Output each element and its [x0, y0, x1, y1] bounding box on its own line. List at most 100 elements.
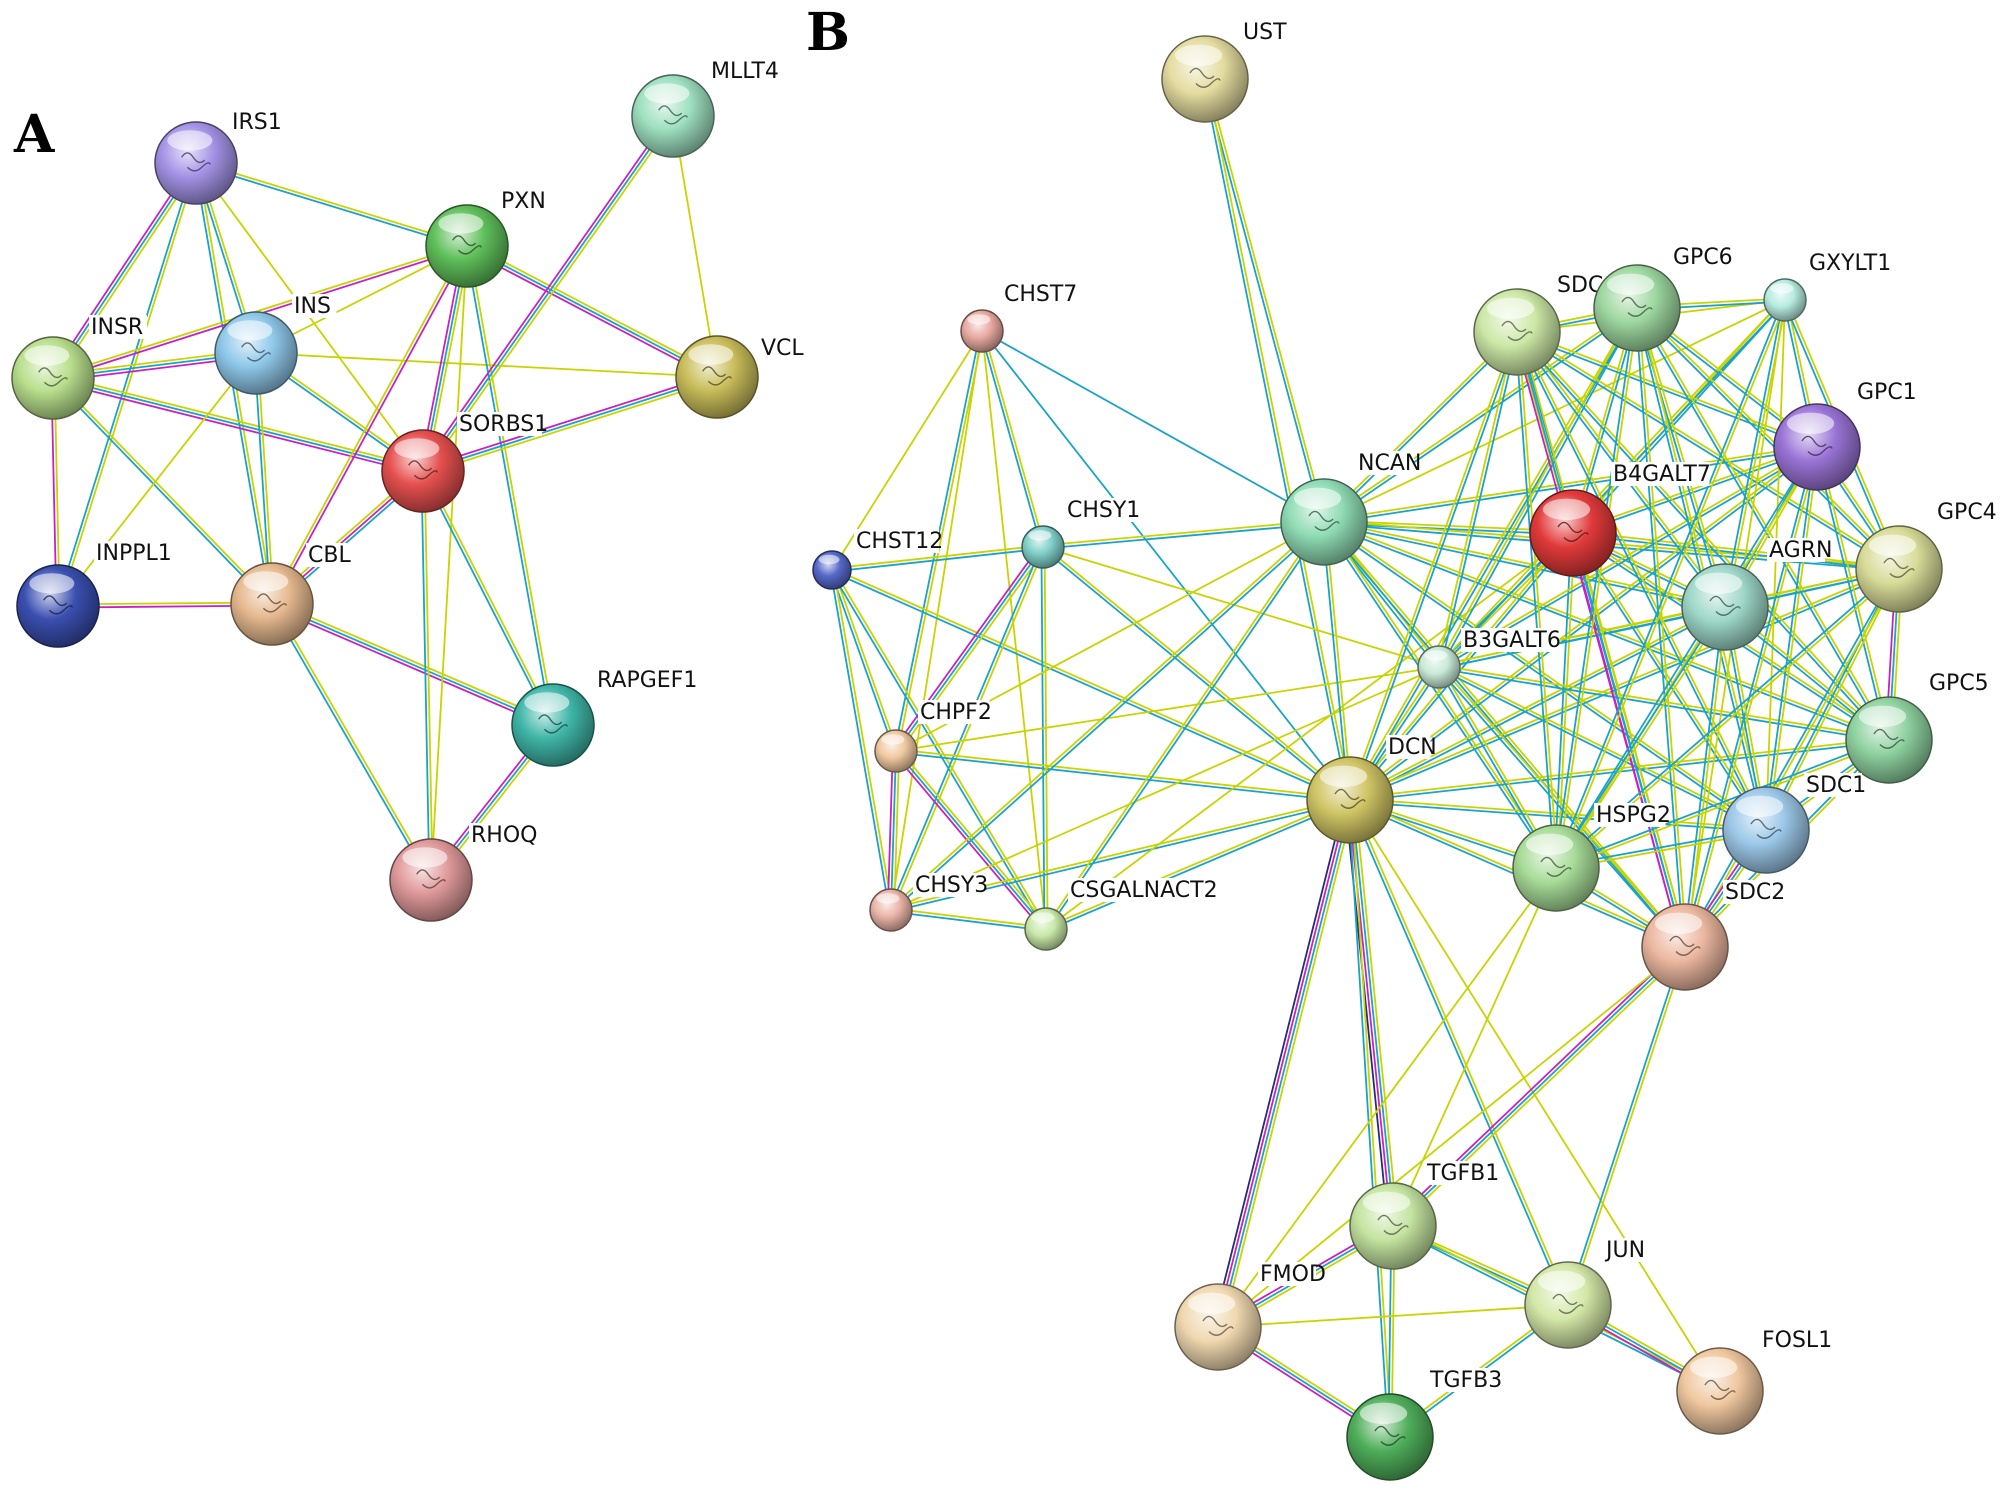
edge-line-db: [1321, 522, 1350, 801]
node-chst7[interactable]: CHST7: [960, 282, 1077, 353]
edge-line-text: [672, 115, 718, 378]
edge-chsy1-csgalnact2: [1040, 546, 1049, 930]
node-ust[interactable]: UST: [1161, 20, 1287, 123]
node-agrn[interactable]: AGRN: [1681, 538, 1832, 651]
node-label: B3GALT6: [1463, 628, 1561, 653]
node-vcl[interactable]: VCL: [675, 335, 804, 419]
node-ins[interactable]: INS: [214, 294, 337, 395]
node-label-background: [759, 336, 804, 360]
node-fosl1[interactable]: FOSL1: [1676, 1328, 1832, 1435]
node-chsy3[interactable]: CHSY3: [869, 873, 988, 932]
node-label-background: [1258, 1262, 1316, 1286]
edge-line-text: [272, 602, 434, 880]
edge-gpc6-hspg2: [1553, 307, 1640, 869]
edge-line-db: [1437, 667, 1685, 949]
node-label: DCN: [1388, 735, 1437, 760]
node-jun[interactable]: JUN: [1524, 1238, 1649, 1349]
node-highlight: [438, 213, 484, 234]
edge-line-text: [1556, 447, 1820, 870]
node-b4galt7[interactable]: B4GALT7: [1529, 462, 1711, 577]
protein-structure-icon: [1377, 1214, 1409, 1235]
node-tgfb3[interactable]: TGFB3: [1346, 1368, 1502, 1481]
node-hspg2[interactable]: HSPG2: [1512, 803, 1671, 912]
edge-line-text: [889, 520, 1324, 910]
node-gpc4[interactable]: GPC4: [1855, 500, 1997, 613]
edge-sdc4-hspg2: [1514, 331, 1559, 869]
edge-line-text: [1324, 521, 1353, 800]
edge-line-text: [891, 907, 1047, 929]
node-label: CHSY3: [915, 873, 988, 898]
node-sdc4[interactable]: SDC: [1473, 273, 1603, 376]
edge-line-text: [832, 569, 899, 751]
node-insr[interactable]: INSR: [11, 315, 147, 420]
edge-chsy3-b3galt6: [890, 666, 1440, 911]
edge-line-text: [893, 751, 901, 911]
protein-structure-icon: [538, 714, 569, 734]
node-inppl1[interactable]: INPPL1: [16, 541, 179, 648]
edge-gpc6-agrn: [1634, 307, 1728, 608]
edge-chpf2-dcn: [895, 748, 1351, 803]
edge-line-db: [1682, 606, 1725, 947]
edge-line-text: [1349, 566, 1899, 800]
edge-line-text: [1556, 607, 1728, 870]
edge-line-db: [253, 353, 272, 605]
node-tgfb1[interactable]: TGFB1: [1349, 1161, 1499, 1270]
edge-gxylt1-sdc1: [1765, 299, 1786, 831]
node-irs1[interactable]: IRS1: [154, 110, 288, 205]
edge-sorbs1-rhoq: [420, 470, 434, 881]
node-b3galt6[interactable]: B3GALT6: [1417, 628, 1561, 689]
node-chst12[interactable]: CHST12: [812, 529, 943, 590]
edge-line-text: [1436, 331, 1517, 667]
edge-line-text: [1394, 948, 1688, 1229]
edge-line-db: [422, 115, 674, 472]
edge-line-text: [1685, 607, 1728, 948]
edge-line-db: [1553, 445, 1817, 868]
panel-label-b: B: [806, 2, 850, 63]
protein-structure-icon: [1873, 728, 1905, 749]
edge-hspg2-tgfb1: [1392, 867, 1557, 1227]
node-gpc5[interactable]: GPC5: [1845, 671, 1989, 784]
edge-line-exp: [49, 160, 195, 377]
edge-line-text: [1517, 330, 1769, 830]
node-highlight: [1028, 530, 1052, 541]
protein-structure-icon: [1308, 510, 1340, 531]
node-rhoq[interactable]: RHOQ: [389, 823, 537, 922]
edge-line-db: [890, 750, 897, 911]
edge-line-db: [1515, 332, 1889, 742]
node-label-background: [1425, 1161, 1497, 1185]
node-highlight: [1770, 283, 1794, 294]
node-csgalnact2[interactable]: CSGALNACT2: [1024, 878, 1218, 951]
node-rapgef1[interactable]: RAPGEF1: [511, 668, 697, 767]
edge-chsy1-chsy3: [888, 546, 1046, 911]
node-mllt4[interactable]: MLLT4: [631, 59, 781, 158]
edge-line-db: [1634, 308, 1685, 948]
node-sdc1[interactable]: SDC1: [1722, 773, 1866, 874]
edge-chst12-dcn: [831, 567, 1351, 803]
node-pxn[interactable]: PXN: [425, 189, 546, 288]
node-sorbs1[interactable]: SORBS1: [381, 412, 548, 513]
edge-line-text: [890, 330, 983, 911]
edge-irs1-inppl1: [55, 162, 199, 607]
node-highlight: [1786, 412, 1835, 435]
edge-vcl-sorbs1: [421, 373, 719, 475]
node-chsy1[interactable]: CHSY1: [1021, 498, 1140, 569]
node-cbl[interactable]: CBL: [230, 543, 351, 646]
edge-line-db: [1555, 737, 1889, 868]
edge-chpf2-b3galt6: [895, 666, 1440, 752]
node-gpc1[interactable]: GPC1: [1773, 380, 1917, 491]
edge-line-db: [831, 570, 1350, 803]
node-ncan[interactable]: NCAN: [1280, 451, 1421, 566]
node-fmod[interactable]: FMOD: [1174, 1262, 1326, 1371]
node-gxylt1[interactable]: GXYLT1: [1763, 251, 1892, 322]
edge-line-text: [58, 163, 199, 607]
edge-line-db: [981, 330, 1325, 523]
edge-fmod-jun: [1217, 1304, 1569, 1328]
node-sdc2[interactable]: SDC2: [1641, 880, 1785, 991]
node-label: FMOD: [1260, 1262, 1326, 1287]
edge-line-text: [982, 330, 1046, 547]
node-chpf2[interactable]: CHPF2: [874, 700, 992, 773]
node-dcn[interactable]: DCN: [1306, 735, 1437, 844]
node-gpc6[interactable]: GPC6: [1593, 245, 1733, 352]
node-label: CHPF2: [920, 700, 992, 725]
